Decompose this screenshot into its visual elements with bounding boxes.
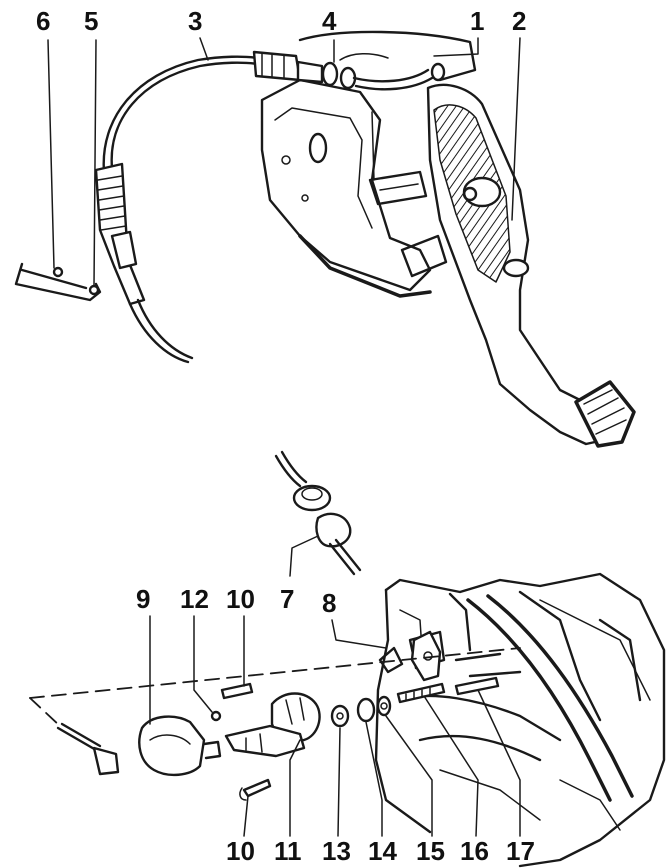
pedal-bracket bbox=[260, 30, 477, 298]
cable-grommet bbox=[274, 450, 362, 577]
clutch-cable bbox=[94, 50, 446, 364]
clutch-pedal bbox=[426, 83, 636, 448]
callout-label-3: 3 bbox=[188, 6, 202, 36]
assembly-axis bbox=[29, 647, 521, 727]
callout-label-10-upper: 10 bbox=[226, 584, 255, 614]
callout-label-10-lower: 10 bbox=[226, 836, 255, 866]
release-shaft bbox=[396, 676, 500, 704]
lower-leader-lines bbox=[149, 615, 521, 837]
callout-label-7: 7 bbox=[280, 584, 294, 614]
callout-label-4: 4 bbox=[322, 6, 337, 36]
callout-label-13: 13 bbox=[322, 836, 351, 866]
callout-label-14: 14 bbox=[368, 836, 397, 866]
callout-label-15: 15 bbox=[416, 836, 445, 866]
callout-label-1: 1 bbox=[470, 6, 484, 36]
bushing-assembly bbox=[56, 682, 321, 801]
callout-labels: 6 5 3 4 1 2 7 8 9 12 10 10 11 13 14 15 1… bbox=[36, 6, 535, 866]
callout-label-9: 9 bbox=[136, 584, 150, 614]
callout-label-5: 5 bbox=[84, 6, 98, 36]
transmission-housing bbox=[374, 572, 666, 868]
callout-label-16: 16 bbox=[460, 836, 489, 866]
callout-label-17: 17 bbox=[506, 836, 535, 866]
washers bbox=[330, 695, 392, 728]
upper-leader-lines bbox=[47, 37, 521, 287]
release-lever bbox=[378, 630, 442, 682]
callout-label-11: 11 bbox=[274, 836, 302, 866]
callout-label-2: 2 bbox=[512, 6, 526, 36]
callout-label-6: 6 bbox=[36, 6, 50, 36]
callout-label-12: 12 bbox=[180, 584, 209, 614]
retaining-clip bbox=[14, 262, 102, 302]
callout-label-8: 8 bbox=[322, 588, 336, 618]
